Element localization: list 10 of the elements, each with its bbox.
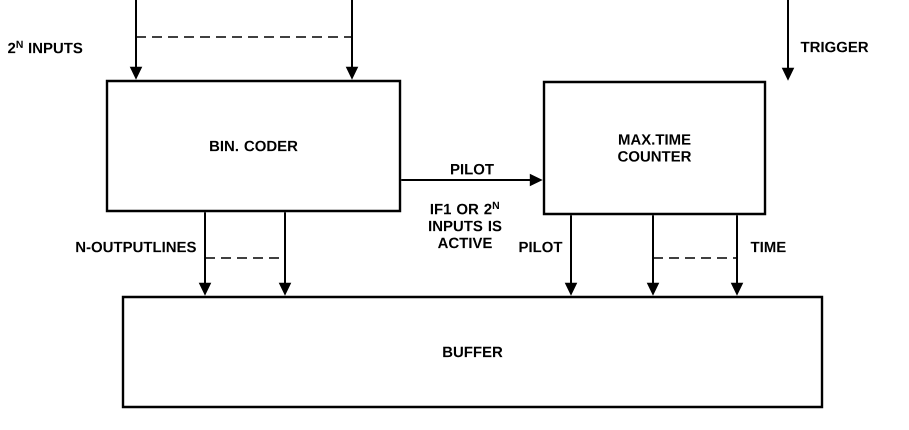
- signal-label: N-OUTPUTLINES: [76, 242, 196, 252]
- signal-label: 2$^{N}$ INPUTS: [8, 40, 82, 54]
- block-box: BUFFER: [122, 296, 824, 408]
- signal-label: TIME: [750, 242, 786, 252]
- edge-label: PILOT: [451, 164, 494, 174]
- block-box: BIN. CODER: [106, 80, 402, 212]
- signal-label: PILOT: [519, 242, 562, 252]
- signal-label: TRIGGER: [800, 42, 868, 52]
- signal-label: IF1 OR 2$^{N}$ INPUTS IS ACTIVE: [429, 202, 502, 248]
- block-box: MAX.TIME COUNTER: [542, 80, 766, 216]
